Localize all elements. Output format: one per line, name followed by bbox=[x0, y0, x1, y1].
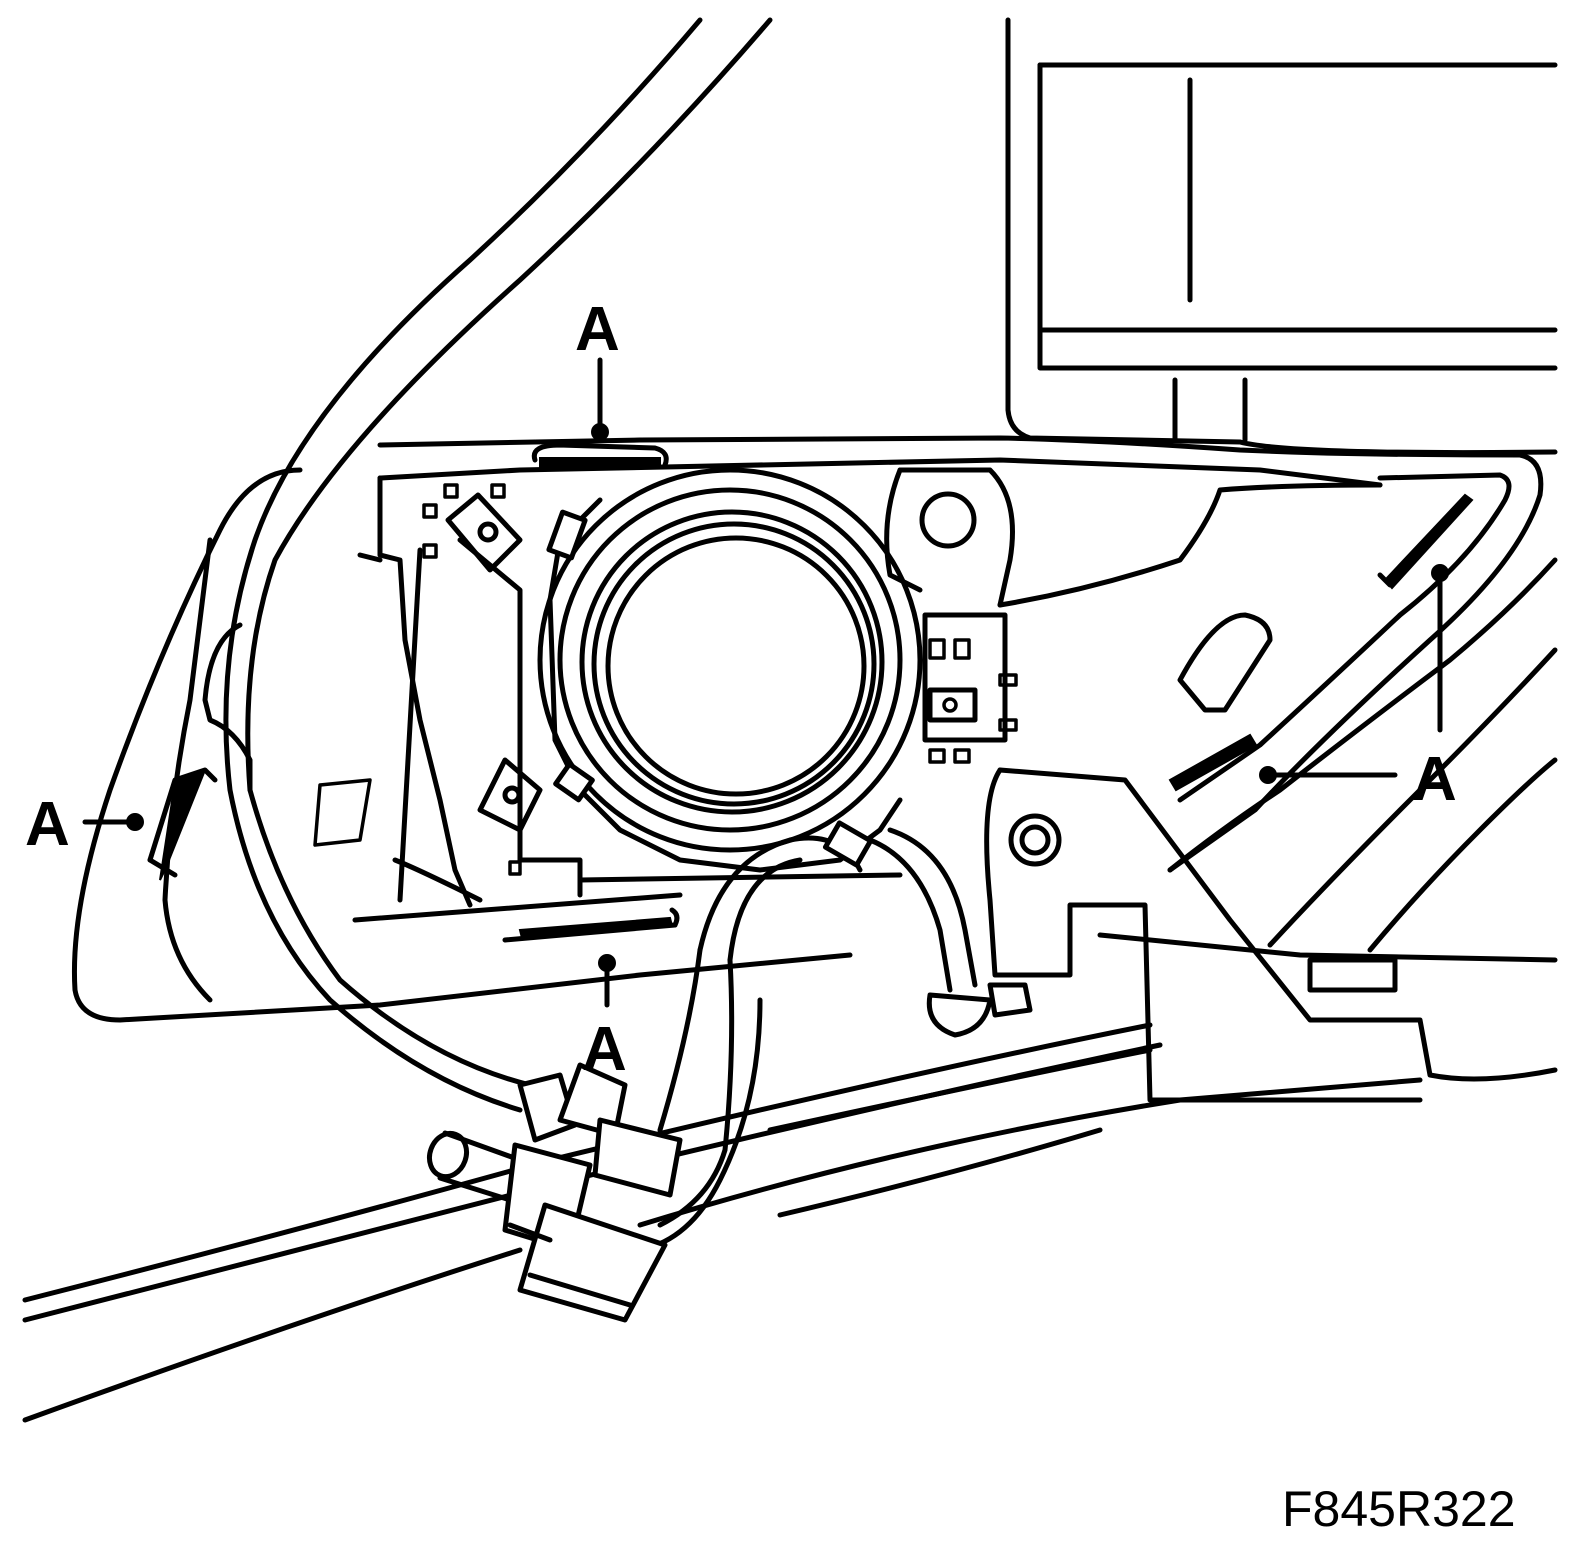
callout-bottom: A bbox=[582, 954, 627, 1084]
washer-hose bbox=[223, 17, 773, 1113]
clip-top bbox=[531, 442, 669, 470]
adjuster-block bbox=[922, 612, 1018, 764]
callout-bottom-label: A bbox=[582, 1015, 627, 1084]
callout-right: A bbox=[1259, 564, 1457, 814]
clip-bottom bbox=[502, 907, 680, 943]
clip-left bbox=[147, 767, 218, 881]
figure-code: F845R322 bbox=[1282, 1481, 1516, 1537]
mounting-hole bbox=[919, 491, 977, 549]
callout-left-label: A bbox=[25, 790, 70, 859]
clip-right-upper bbox=[1377, 493, 1474, 590]
clip-right-lower bbox=[1168, 733, 1258, 792]
housing-rib bbox=[1177, 612, 1273, 713]
lens-ring bbox=[537, 467, 923, 873]
lower-mounting-bracket bbox=[984, 767, 1558, 1103]
body-panel bbox=[1005, 17, 1558, 456]
callout-right-label: A bbox=[1412, 745, 1457, 814]
callout-top-label: A bbox=[575, 295, 620, 364]
left-bracket bbox=[202, 622, 372, 847]
clip-bracket-upper bbox=[422, 483, 523, 573]
hose-connector bbox=[426, 1062, 683, 1323]
wiring-harness bbox=[637, 820, 1033, 1253]
clip-bracket-lower bbox=[477, 757, 543, 876]
bumper-beam bbox=[22, 1022, 1423, 1423]
callout-top: A bbox=[575, 295, 620, 441]
callout-left: A bbox=[25, 790, 144, 859]
